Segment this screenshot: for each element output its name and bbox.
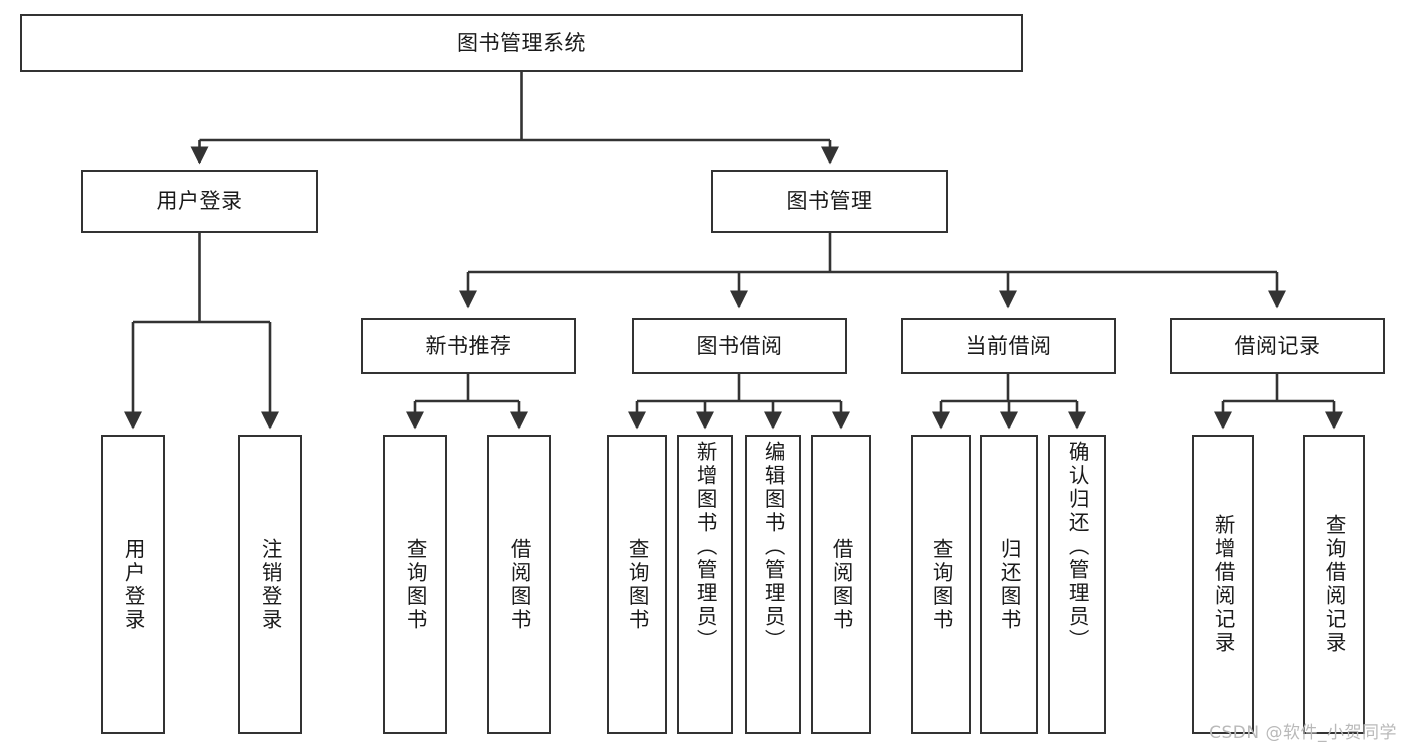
leaf-query-book-recommend[interactable]: 查询图书: [383, 435, 447, 734]
leaf-query-book-borrow[interactable]: 查询图书: [607, 435, 667, 734]
node-label: 借阅图书: [829, 537, 854, 632]
node-label: 用户登录: [156, 189, 243, 214]
node-label: 注销登录: [258, 537, 283, 632]
node-book-borrow[interactable]: 图书借阅: [632, 318, 847, 374]
leaf-query-book-current[interactable]: 查询图书: [911, 435, 971, 734]
node-label: 新增图书（管理员）: [693, 441, 718, 653]
leaf-confirm-return-admin[interactable]: 确认归还（管理员）: [1048, 435, 1106, 734]
node-root-system[interactable]: 图书管理系统: [20, 14, 1023, 72]
node-label: 确认归还（管理员）: [1065, 441, 1090, 653]
node-label: 新增借阅记录: [1211, 514, 1236, 655]
leaf-query-borrow-record[interactable]: 查询借阅记录: [1303, 435, 1365, 734]
leaf-logout[interactable]: 注销登录: [238, 435, 302, 734]
leaf-add-book-admin[interactable]: 新增图书（管理员）: [677, 435, 733, 734]
node-label: 用户登录: [121, 537, 146, 632]
node-current-borrow[interactable]: 当前借阅: [901, 318, 1116, 374]
node-label: 查询图书: [929, 537, 954, 632]
node-borrow-record[interactable]: 借阅记录: [1170, 318, 1385, 374]
leaf-edit-book-admin[interactable]: 编辑图书（管理员）: [745, 435, 801, 734]
leaf-user-login[interactable]: 用户登录: [101, 435, 165, 734]
node-label: 当前借阅: [965, 333, 1052, 358]
leaf-return-book[interactable]: 归还图书: [980, 435, 1038, 734]
node-label: 图书借阅: [696, 333, 783, 358]
node-label: 归还图书: [997, 537, 1022, 632]
node-label: 编辑图书（管理员）: [761, 441, 786, 653]
node-label: 查询图书: [625, 537, 650, 632]
node-label: 借阅图书: [507, 537, 532, 632]
leaf-borrow-book-recommend[interactable]: 借阅图书: [487, 435, 551, 734]
node-new-book-recommend[interactable]: 新书推荐: [361, 318, 576, 374]
node-label: 查询图书: [403, 537, 428, 632]
node-label: 图书管理: [786, 189, 873, 214]
node-book-manage[interactable]: 图书管理: [711, 170, 948, 233]
leaf-add-borrow-record[interactable]: 新增借阅记录: [1192, 435, 1254, 734]
leaf-borrow-book[interactable]: 借阅图书: [811, 435, 871, 734]
node-user-login[interactable]: 用户登录: [81, 170, 318, 233]
node-label: 查询借阅记录: [1322, 514, 1347, 655]
node-label: 新书推荐: [425, 333, 512, 358]
node-label: 借阅记录: [1234, 333, 1321, 358]
node-label: 图书管理系统: [457, 30, 586, 55]
